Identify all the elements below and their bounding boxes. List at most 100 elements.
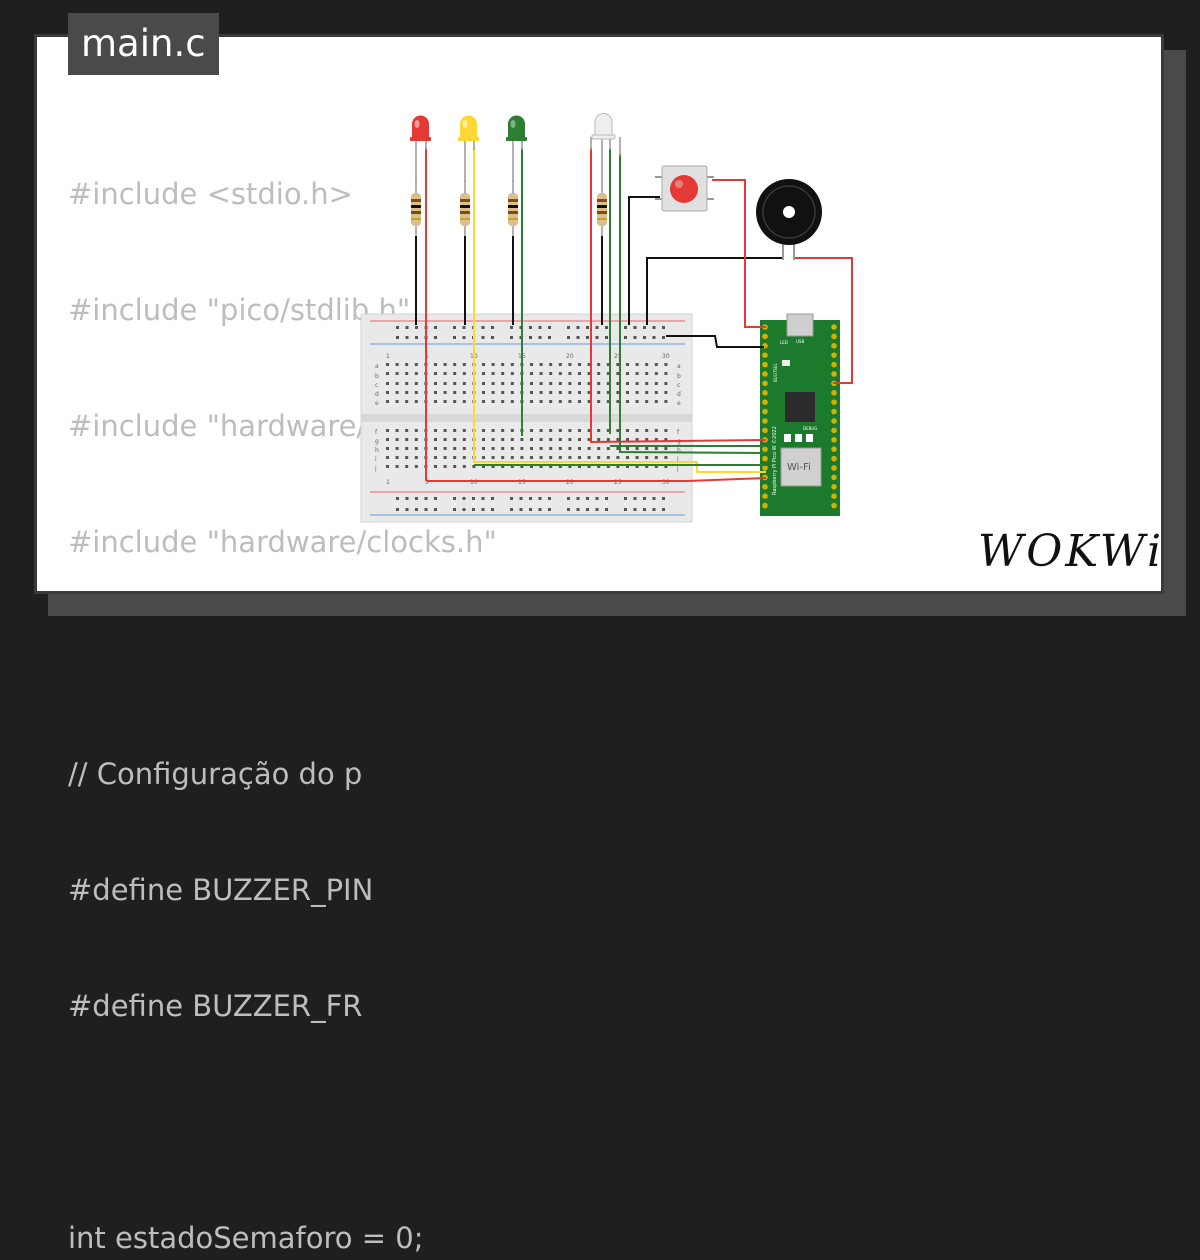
pin-pad bbox=[831, 502, 837, 509]
breadboard-hole bbox=[510, 438, 514, 441]
breadboard-hole bbox=[586, 497, 589, 500]
breadboard-hole bbox=[386, 438, 389, 441]
breadboard-hole bbox=[405, 508, 409, 511]
pin-pad bbox=[831, 465, 837, 471]
breadboard-hole bbox=[597, 456, 601, 459]
code-line: #include <stdio.h> bbox=[68, 177, 353, 211]
breadboard-hole bbox=[405, 497, 409, 500]
breadboard-hole bbox=[558, 438, 562, 441]
breadboard-hole bbox=[654, 391, 658, 394]
breadboard-hole bbox=[578, 456, 581, 459]
breadboard-hole bbox=[576, 508, 580, 511]
breadboard-hole bbox=[605, 508, 608, 511]
breadboard-hole bbox=[578, 363, 581, 366]
resistor bbox=[597, 180, 607, 238]
breadboard-hole bbox=[635, 465, 639, 468]
breadboard-hole bbox=[643, 497, 646, 500]
breadboard: 1 5 10 15 20 25 30 1 5 10 15 20 25 30 a … bbox=[360, 313, 693, 523]
breadboard-hole bbox=[405, 326, 409, 329]
breadboard-hole bbox=[453, 363, 457, 366]
breadboard-hole bbox=[558, 391, 562, 394]
breadboard-hole bbox=[606, 372, 610, 375]
breadboard-hole bbox=[538, 326, 542, 329]
breadboard-hole bbox=[568, 465, 572, 468]
breadboard-hole bbox=[643, 326, 646, 329]
wire-red bbox=[425, 148, 767, 482]
breadboard-hole bbox=[501, 372, 505, 375]
breadboard-hole bbox=[482, 429, 485, 432]
breadboard-column-numbers-bottom: 1 5 10 15 20 25 30 bbox=[386, 479, 670, 486]
breadboard-hole bbox=[578, 447, 581, 450]
breadboard-hole bbox=[568, 447, 572, 450]
breadboard-hole bbox=[481, 326, 485, 329]
breadboard-hole bbox=[626, 372, 629, 375]
breadboard-hole bbox=[626, 400, 629, 403]
file-tab[interactable]: main.c bbox=[68, 13, 219, 75]
pin-pad bbox=[831, 427, 837, 434]
breadboard-hole bbox=[654, 382, 658, 385]
row-letter: a bbox=[375, 363, 379, 370]
resistor bbox=[460, 180, 470, 238]
breadboard-hole bbox=[645, 438, 649, 441]
breadboard-hole bbox=[501, 382, 505, 385]
breadboard-hole bbox=[578, 372, 581, 375]
breadboard-hole bbox=[396, 508, 399, 511]
breadboard-hole bbox=[664, 429, 668, 432]
breadboard-hole bbox=[626, 363, 629, 366]
breadboard-hole bbox=[530, 447, 533, 450]
breadboard-hole bbox=[539, 465, 543, 468]
breadboard-hole bbox=[597, 465, 601, 468]
row-letter: d bbox=[375, 391, 379, 398]
breadboard-hole bbox=[652, 336, 656, 339]
breadboard-hole bbox=[405, 429, 409, 432]
breadboard-hole bbox=[539, 429, 543, 432]
breadboard-hole bbox=[386, 429, 389, 432]
breadboard-hole bbox=[395, 372, 399, 375]
row-letter: j bbox=[374, 465, 377, 472]
code-line bbox=[68, 1098, 497, 1146]
pin-pad bbox=[831, 446, 837, 453]
usb-label: USB bbox=[796, 339, 804, 344]
pin-pad bbox=[831, 418, 837, 424]
breadboard-hole bbox=[443, 465, 447, 468]
breadboard-hole bbox=[635, 438, 639, 441]
breadboard-hole bbox=[510, 336, 513, 339]
wire-black bbox=[666, 335, 764, 348]
wire-black bbox=[646, 257, 783, 325]
breadboard-hole bbox=[510, 465, 514, 468]
breadboard-hole bbox=[501, 391, 505, 394]
breadboard-hole bbox=[597, 429, 601, 432]
breadboard-hole bbox=[578, 438, 581, 441]
breadboard-hole bbox=[595, 508, 599, 511]
breadboard-hole bbox=[434, 429, 437, 432]
pin-pad bbox=[762, 427, 768, 434]
breadboard-hole bbox=[396, 497, 399, 500]
breadboard-hole bbox=[462, 363, 466, 366]
breadboard-hole bbox=[597, 391, 601, 394]
breadboard-hole bbox=[520, 465, 524, 468]
breadboard-hole bbox=[549, 465, 553, 468]
pin-pad bbox=[762, 399, 768, 406]
breadboard-hole bbox=[616, 447, 620, 450]
breadboard-hole bbox=[510, 391, 514, 394]
breadboard-hole bbox=[539, 382, 543, 385]
row-letter: b bbox=[677, 373, 681, 380]
breadboard-hole bbox=[578, 391, 581, 394]
breadboard-hole bbox=[597, 363, 601, 366]
breadboard-hole bbox=[491, 447, 495, 450]
breadboard-hole bbox=[567, 336, 570, 339]
breadboard-hole bbox=[386, 363, 389, 366]
row-letter: d bbox=[677, 391, 681, 398]
breadboard-hole bbox=[434, 456, 437, 459]
breadboard-hole bbox=[539, 391, 543, 394]
breadboard-hole bbox=[395, 456, 399, 459]
breadboard-hole bbox=[510, 456, 514, 459]
breadboard-hole bbox=[472, 508, 475, 511]
breadboard-hole bbox=[605, 497, 608, 500]
pin-pad bbox=[831, 352, 837, 359]
column-number: 20 bbox=[566, 479, 574, 486]
breadboard-hole bbox=[654, 438, 658, 441]
breadboard-hole bbox=[606, 391, 610, 394]
breadboard-hole bbox=[386, 465, 389, 468]
breadboard-hole bbox=[587, 391, 591, 394]
